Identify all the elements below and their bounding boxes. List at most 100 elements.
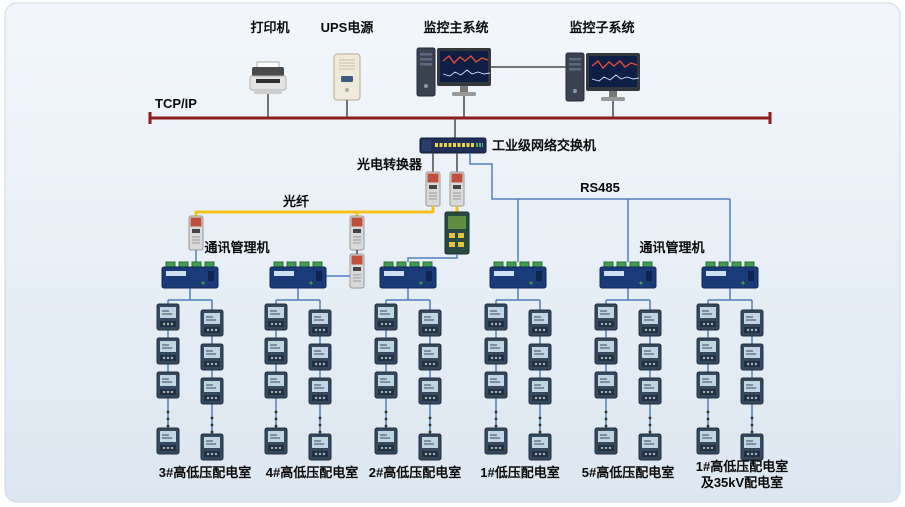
power-meter-icon [638, 343, 662, 371]
power-meter-icon [374, 303, 398, 331]
ellipsis-dot [428, 416, 432, 420]
distribution-room-group: 3#高低压配电室 [156, 261, 251, 480]
ellipsis-dot [318, 430, 322, 434]
power-meter-icon [638, 433, 662, 461]
ellipsis-dot [648, 416, 652, 420]
ellipsis-dot [706, 424, 710, 428]
power-meter-icon [308, 433, 332, 461]
group-label: 2#高低压配电室 [369, 465, 461, 480]
power-meter-icon [594, 337, 618, 365]
ellipsis-dot [274, 410, 278, 414]
power-meter-icon [418, 377, 442, 405]
power-meter-icon [528, 343, 552, 371]
power-meter-icon [200, 309, 224, 337]
ellipsis-dot [166, 424, 170, 428]
power-meter-icon [740, 309, 764, 337]
ellipsis-dot [274, 424, 278, 428]
main-pc-tower-icon [416, 47, 436, 97]
converter-section: 光电转换器 光纤 [188, 153, 470, 289]
power-meter-icon [528, 377, 552, 405]
switch-label: 工业级网络交换机 [492, 138, 596, 153]
top-wiring [267, 66, 614, 118]
distribution-room-group: 1#低压配电室 [480, 261, 560, 480]
power-meter-icon [638, 309, 662, 337]
ellipsis-dot [274, 417, 278, 421]
ellipsis-dot [494, 410, 498, 414]
ellipsis-dot [750, 416, 754, 420]
comm-manager-left-label: 通讯管理机 [204, 240, 269, 255]
power-meter-icon [594, 427, 618, 455]
group-label: 4#高低压配电室 [266, 465, 358, 480]
fiber-converter-icon [188, 215, 204, 251]
comm-manager-right-label: 通讯管理机 [639, 240, 704, 255]
ellipsis-dot [604, 417, 608, 421]
ellipsis-dot [750, 423, 754, 427]
power-meter-icon [638, 377, 662, 405]
power-meter-icon [528, 309, 552, 337]
ellipsis-dot [210, 423, 214, 427]
power-meter-icon [696, 303, 720, 331]
power-meter-icon [740, 343, 764, 371]
power-meter-icon [200, 433, 224, 461]
power-meter-icon [696, 371, 720, 399]
power-meter-icon [308, 343, 332, 371]
power-meter-icon [156, 303, 180, 331]
ellipsis-dot [494, 424, 498, 428]
ellipsis-dot [706, 417, 710, 421]
power-meter-icon [594, 303, 618, 331]
printer-label: 打印机 [250, 20, 289, 35]
ellipsis-dot [318, 423, 322, 427]
power-meter-icon [696, 337, 720, 365]
power-meter-icon [264, 303, 288, 331]
power-meter-icon [374, 337, 398, 365]
power-meter-icon [374, 371, 398, 399]
power-meter-icon [200, 343, 224, 371]
power-meter-icon [264, 427, 288, 455]
ellipsis-dot [604, 424, 608, 428]
top-labels: 打印机 UPS电源 监控主系统 监控子系统 [250, 20, 634, 35]
power-meter-icon [156, 371, 180, 399]
ellipsis-dot [538, 430, 542, 434]
fiber-switch-icon [444, 211, 470, 255]
group-label: 1#高低压配电室 [696, 459, 788, 474]
power-meter-icon [696, 427, 720, 455]
ellipsis-dot [428, 430, 432, 434]
power-meter-icon [156, 427, 180, 455]
power-meter-icon [374, 427, 398, 455]
ellipsis-dot [166, 417, 170, 421]
group-label: 1#低压配电室 [480, 465, 559, 480]
power-meter-icon [264, 337, 288, 365]
power-meter-icon [594, 371, 618, 399]
main-system-label: 监控主系统 [423, 20, 488, 35]
rs485-label: RS485 [580, 180, 620, 195]
tcpip-label: TCP/IP [155, 96, 197, 111]
ellipsis-dot [538, 423, 542, 427]
power-meter-icon [484, 371, 508, 399]
tcpip-bus: TCP/IP [148, 96, 772, 124]
distribution-room-group: 2#高低压配电室 [369, 261, 461, 480]
ellipsis-dot [318, 416, 322, 420]
fiber-label: 光纤 [282, 194, 309, 209]
power-meter-icon [528, 433, 552, 461]
network-switch: 工业级网络交换机 [418, 118, 596, 155]
power-meter-icon [418, 309, 442, 337]
ellipsis-dot [538, 416, 542, 420]
ellipsis-dot [706, 410, 710, 414]
power-meter-icon [308, 377, 332, 405]
sub-pc-tower-icon [565, 52, 585, 102]
power-meter-icon [418, 433, 442, 461]
power-meter-icon [156, 337, 180, 365]
sub-system-label: 监控子系统 [569, 20, 634, 35]
ellipsis-dot [210, 430, 214, 434]
ellipsis-dot [494, 417, 498, 421]
ellipsis-dot [210, 416, 214, 420]
distribution-room-group: 5#高低压配电室 [582, 261, 674, 480]
power-meter-icon [740, 377, 764, 405]
ellipsis-dot [384, 424, 388, 428]
power-meter-icon [484, 427, 508, 455]
ellipsis-dot [604, 410, 608, 414]
ellipsis-dot [648, 423, 652, 427]
